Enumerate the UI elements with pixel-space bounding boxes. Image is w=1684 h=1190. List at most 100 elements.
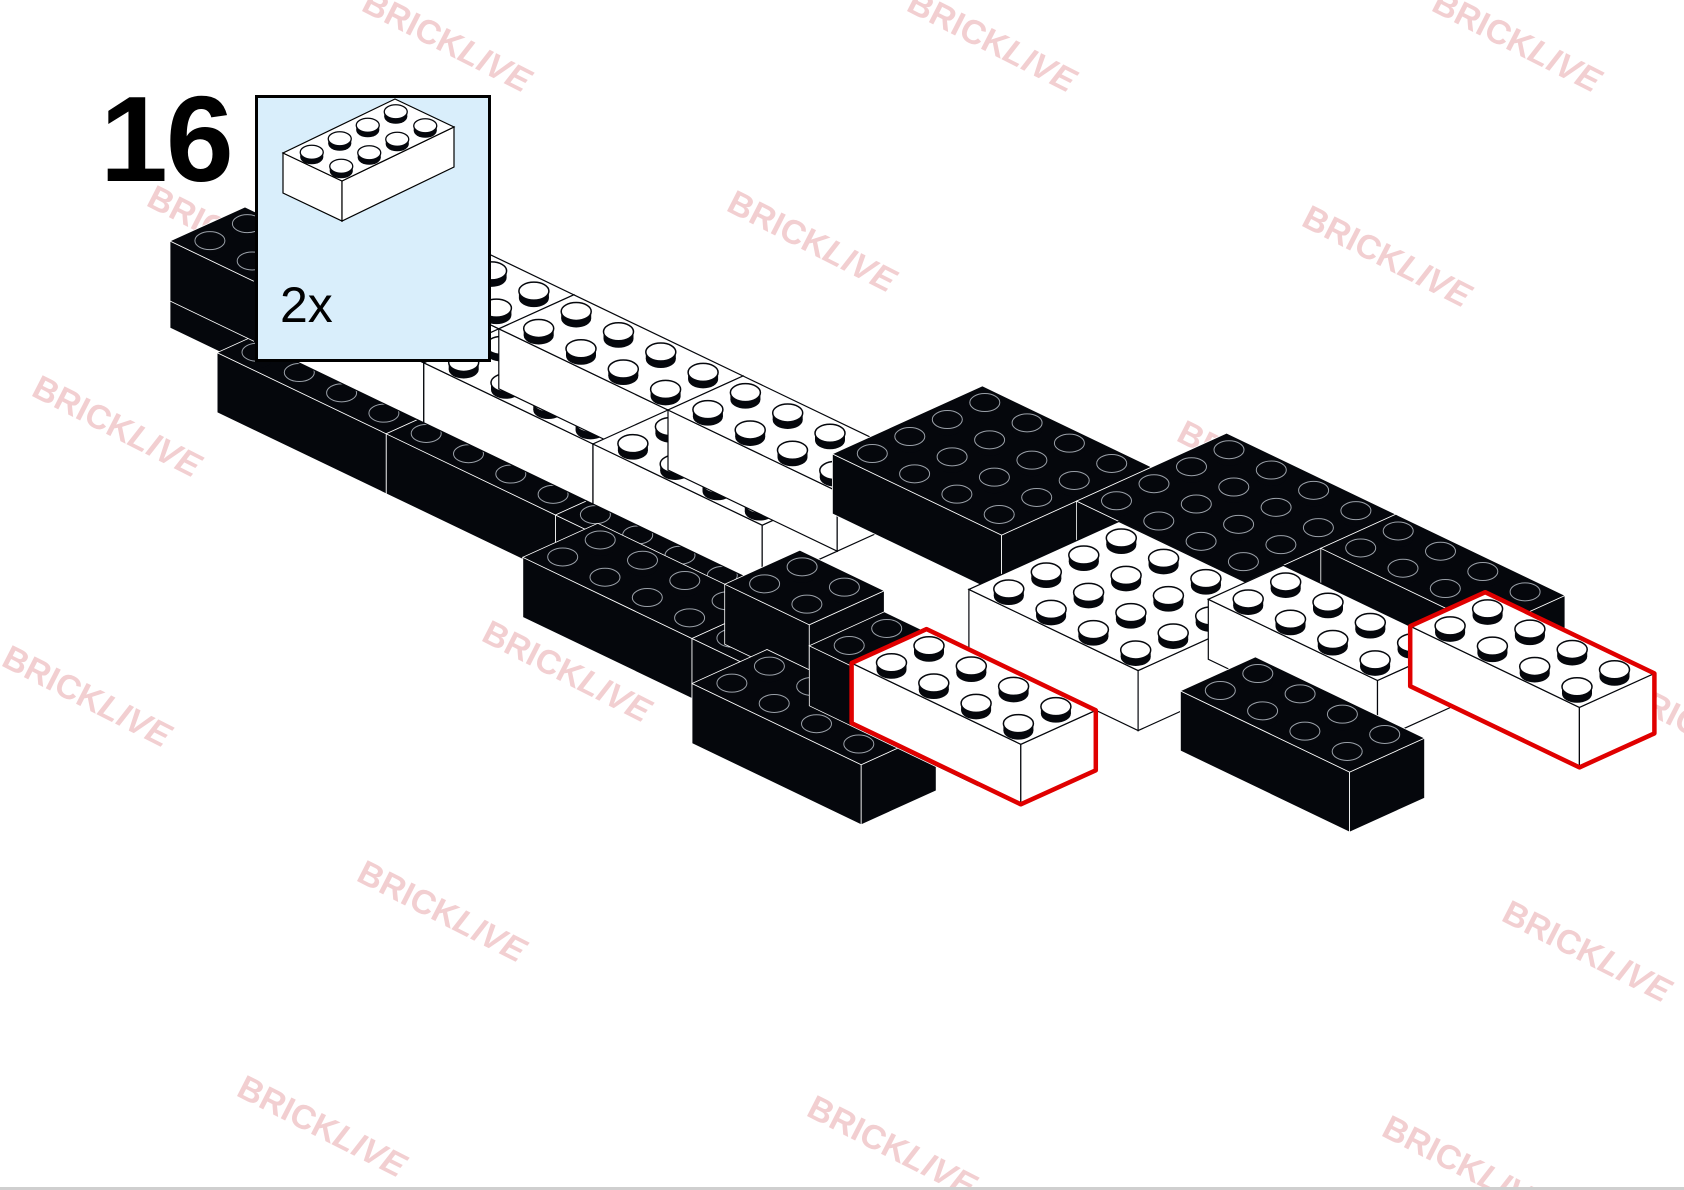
stud (983, 504, 1015, 531)
stud (1298, 480, 1330, 507)
stud (1265, 535, 1297, 561)
stud (1218, 477, 1250, 504)
stud (1514, 619, 1546, 646)
stud (791, 594, 823, 621)
stud (1096, 453, 1128, 480)
stud (645, 342, 677, 369)
stud (1326, 704, 1358, 731)
stud (1115, 602, 1147, 629)
stud (931, 410, 963, 436)
stud (1476, 636, 1509, 663)
stud (607, 359, 640, 386)
stud (1509, 582, 1541, 608)
stud (589, 567, 621, 594)
stud (955, 656, 988, 683)
stud (899, 464, 931, 490)
stud (537, 484, 569, 511)
stud (1598, 660, 1631, 686)
stud (692, 399, 724, 426)
stud (871, 618, 903, 645)
stud (1016, 450, 1048, 477)
stud (453, 444, 484, 470)
stud (326, 383, 358, 409)
stud (833, 635, 865, 662)
brick-top (723, 549, 886, 626)
stud (1434, 616, 1466, 642)
stud (1387, 558, 1419, 585)
stud (1176, 457, 1207, 483)
stud (410, 423, 442, 450)
stud (1232, 589, 1264, 615)
stud (974, 430, 1006, 456)
step-number: 16 (100, 71, 234, 207)
stud (749, 574, 781, 600)
stud (1518, 656, 1551, 683)
stud (1143, 511, 1175, 538)
stud (368, 403, 400, 430)
stud (1382, 521, 1414, 547)
stud (997, 676, 1030, 703)
stud (1467, 562, 1499, 588)
stud (960, 693, 992, 720)
stud (894, 427, 926, 453)
black-brick (1179, 656, 1426, 833)
stud (602, 322, 635, 348)
stud (801, 714, 832, 740)
stud (1269, 572, 1302, 598)
stud (1157, 623, 1189, 649)
stud (936, 447, 968, 473)
stud (1247, 701, 1279, 727)
stud (669, 571, 701, 597)
stud (649, 379, 682, 406)
stud (1260, 497, 1292, 524)
stud (1274, 609, 1307, 636)
stud (1119, 640, 1152, 666)
stud (758, 693, 790, 720)
stud (1317, 629, 1349, 656)
stud (1068, 545, 1100, 572)
stud (1030, 562, 1063, 589)
stud (1242, 664, 1274, 690)
stud (729, 382, 762, 409)
stud (1147, 548, 1180, 575)
stud (1284, 684, 1316, 710)
parts-quantity: 2x (280, 277, 333, 333)
stud (1077, 619, 1110, 646)
stud (913, 636, 945, 662)
stud (518, 281, 550, 308)
stud (1101, 491, 1132, 517)
stud (993, 579, 1025, 606)
stud (1312, 592, 1344, 619)
parts-callout: 2x (255, 95, 491, 362)
stud (1359, 650, 1391, 676)
stud (978, 467, 1010, 494)
new-part-highlight (1407, 589, 1657, 770)
stud (1053, 433, 1085, 460)
stud (1040, 696, 1072, 723)
stud (1223, 514, 1255, 541)
stud (584, 530, 616, 556)
stud (875, 653, 908, 679)
stud (495, 464, 527, 491)
new-white-2x4-brick (1407, 589, 1657, 770)
stud (1185, 531, 1217, 558)
stud (1110, 565, 1142, 592)
white-2x4-brick-icon (281, 98, 456, 222)
stud (969, 393, 1001, 419)
stud (1002, 713, 1035, 740)
stud (1561, 677, 1593, 703)
page-bottom-border (0, 1187, 1684, 1190)
stud (1255, 460, 1287, 487)
stud (843, 734, 875, 761)
new-part-highlight (849, 626, 1099, 807)
stud (1471, 599, 1504, 625)
stud (1058, 470, 1090, 497)
stud (617, 433, 649, 460)
stud (1152, 585, 1185, 612)
stud (1011, 413, 1043, 439)
stud (565, 339, 597, 365)
stud (786, 557, 818, 583)
stud (1180, 494, 1212, 521)
